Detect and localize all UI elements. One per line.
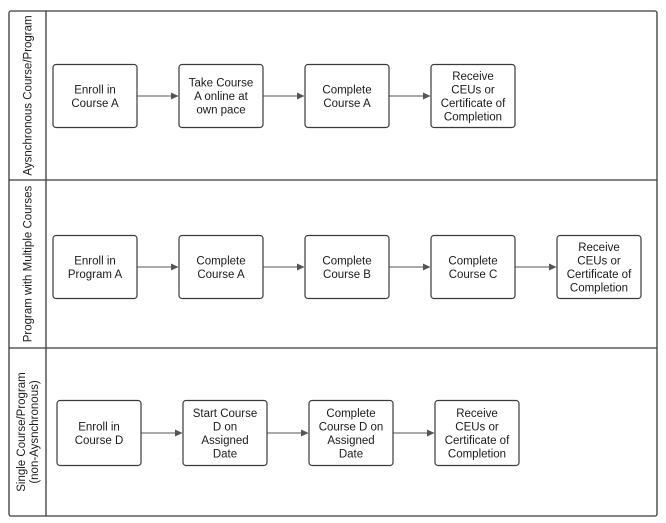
process-step-shape [304, 63, 390, 129]
process-step-text: Take Course [189, 78, 254, 90]
process-step-text: Complete [322, 84, 371, 96]
process-step-text: Receive [456, 408, 498, 420]
process-step-text: Certificate of [441, 98, 506, 110]
process-step-text: Date [339, 448, 363, 460]
process-step-text: Assigned [327, 435, 374, 447]
process-step-shape [430, 63, 516, 129]
process-step-box: Enroll in Course D [56, 399, 142, 467]
process-step-text: Certificate of [567, 269, 632, 281]
process-step-text: Completion [570, 282, 628, 294]
lane-label-line: Program with Multiple Courses [23, 185, 35, 342]
process-step-label: Enroll in Program A [68, 255, 123, 281]
process-step-text: Certificate of [445, 435, 510, 447]
lane-label-line: Single Course/Program [16, 372, 28, 492]
process-step-shape [178, 234, 264, 300]
lane-label: Program with Multiple Courses [23, 185, 35, 342]
process-step-shape [52, 63, 138, 129]
process-step-text: Receive [578, 242, 620, 254]
process-step-text: A online at [194, 91, 249, 103]
process-step-text: Course D on [319, 421, 384, 433]
process-step-text: Date [213, 448, 237, 460]
process-step-shape [308, 399, 394, 467]
process-step-text: Complete [326, 408, 375, 420]
process-step-text: D on [213, 421, 237, 433]
process-step-box: Enroll in Program A [52, 234, 138, 300]
process-step-shape [178, 63, 264, 129]
process-step-label: Enroll in Course A [71, 84, 119, 110]
process-step-box: Enroll in Course A [52, 63, 138, 129]
process-step-text: Completion [448, 448, 506, 460]
process-step-text: Course B [323, 269, 371, 281]
process-step-shape [430, 234, 516, 300]
process-step-text: Complete [322, 255, 371, 267]
process-step-text: CEUs or [451, 84, 495, 96]
process-step-label: Enroll in Course D [75, 421, 124, 447]
process-step-text: Program A [68, 269, 123, 281]
swimlane: Aysnchronous Course/Program [23, 15, 35, 175]
process-step-text: Complete [448, 255, 497, 267]
process-step-text: Assigned [201, 435, 248, 447]
process-step-text: own pace [196, 105, 245, 117]
swimlane: Single Course/Program(non-Aysnchronous) [16, 372, 41, 492]
process-step-shape [434, 399, 520, 467]
process-step-shape [182, 399, 268, 467]
process-step-text: Complete [196, 255, 245, 267]
swimlane: Program with Multiple Courses [23, 185, 35, 342]
process-step-text: CEUs or [577, 255, 621, 267]
process-step-text: Course A [323, 98, 371, 110]
lane-label-line: Aysnchronous Course/Program [23, 15, 35, 175]
process-step-text: Enroll in [74, 84, 116, 96]
process-step-text: Enroll in [74, 255, 116, 267]
diagram-frame [8, 10, 658, 517]
process-step-text: Receive [452, 71, 494, 83]
process-step-text: Course D [75, 435, 124, 447]
process-step-text: Course A [197, 269, 245, 281]
process-step-shape [556, 234, 642, 300]
lane-label-line: (non-Aysnchronous) [29, 380, 41, 484]
lane-label: Aysnchronous Course/Program [23, 15, 35, 175]
process-step-text: Completion [444, 111, 502, 123]
process-step-shape [56, 399, 142, 467]
process-step-text: Course C [449, 269, 498, 281]
process-step-shape [304, 234, 390, 300]
process-step-text: Course A [71, 98, 119, 110]
process-step-text: CEUs or [455, 421, 499, 433]
process-step-text: Enroll in [78, 421, 120, 433]
process-step-shape [52, 234, 138, 300]
process-step-text: Start Course [193, 408, 258, 420]
lane-label: Single Course/Program(non-Aysnchronous) [16, 372, 41, 492]
